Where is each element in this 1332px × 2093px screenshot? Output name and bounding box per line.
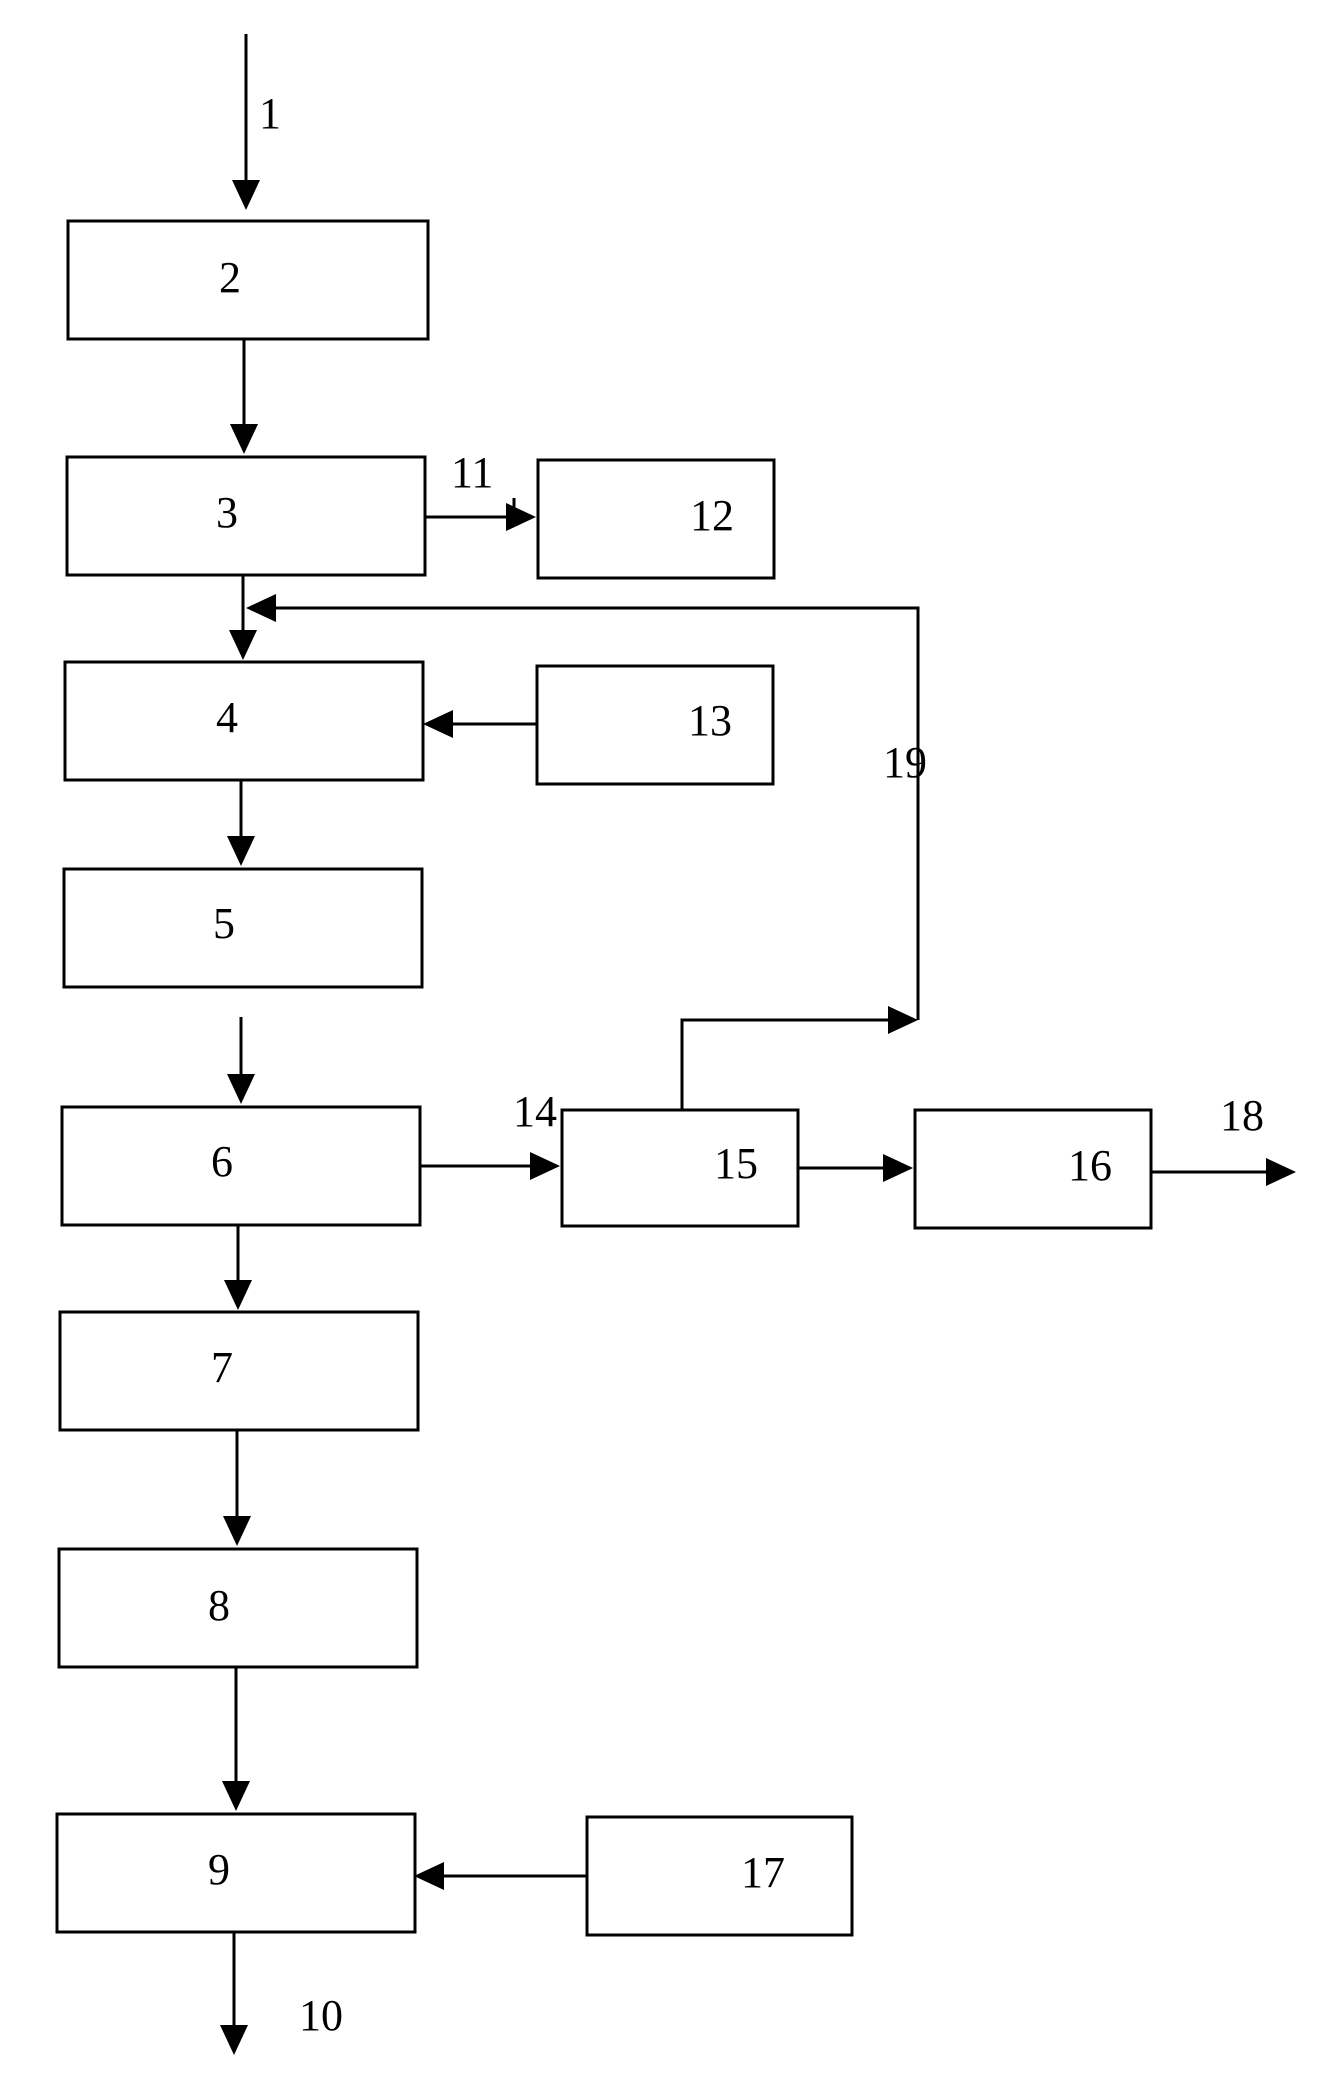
box-9-label: 9 bbox=[208, 1845, 230, 1894]
stream-label-14: 14 bbox=[513, 1087, 557, 1136]
arrow-7-to-8 bbox=[223, 1430, 251, 1546]
box-12-label: 12 bbox=[690, 491, 734, 540]
arrow-15-to-16 bbox=[798, 1154, 913, 1182]
box-3-label: 3 bbox=[216, 488, 238, 537]
box-2: 2 bbox=[66, 219, 430, 341]
arrow-17-to-9 bbox=[414, 1862, 587, 1890]
arrow-8-to-9 bbox=[222, 1667, 250, 1811]
stream-label-11: 11 bbox=[451, 448, 493, 497]
box-13-label: 13 bbox=[688, 696, 732, 745]
arrow-16-to-18 bbox=[1151, 1158, 1296, 1186]
box-8-label: 8 bbox=[208, 1581, 230, 1630]
box-17-label: 17 bbox=[741, 1848, 785, 1897]
box-9: 9 bbox=[55, 1812, 417, 1934]
box-7: 7 bbox=[58, 1310, 420, 1432]
box-7-label: 7 bbox=[211, 1343, 233, 1392]
arrow-6-to-7 bbox=[224, 1225, 252, 1310]
box-17: 17 bbox=[585, 1815, 854, 1937]
box-6: 6 bbox=[60, 1105, 422, 1227]
box-16-label: 16 bbox=[1068, 1141, 1112, 1190]
box-3: 3 bbox=[65, 455, 427, 577]
box-5-label: 5 bbox=[213, 899, 235, 948]
box-8: 8 bbox=[57, 1547, 419, 1669]
box-16: 16 bbox=[913, 1108, 1153, 1230]
arrow-5-to-6 bbox=[227, 1017, 255, 1104]
box-4: 4 bbox=[63, 660, 425, 782]
stream-label-19: 19 bbox=[883, 738, 927, 787]
box-15-label: 15 bbox=[714, 1139, 758, 1188]
box-5: 5 bbox=[62, 867, 424, 989]
box-15: 15 bbox=[560, 1108, 800, 1228]
recycle-line-19 bbox=[246, 594, 920, 1110]
arrow-3-to-12 bbox=[425, 498, 536, 531]
arrow-13-to-4 bbox=[423, 710, 537, 738]
box-2-label: 2 bbox=[219, 253, 241, 302]
box-12: 12 bbox=[536, 458, 776, 580]
stream-label-18: 18 bbox=[1220, 1091, 1264, 1140]
stream-label-1: 1 bbox=[259, 89, 281, 138]
arrow-1-to-2 bbox=[232, 34, 260, 210]
arrow-9-to-10 bbox=[220, 1932, 248, 2055]
arrow-3-to-4 bbox=[229, 575, 257, 660]
arrow-6-to-15 bbox=[420, 1152, 560, 1180]
arrow-2-to-3 bbox=[230, 339, 258, 454]
arrow-4-to-5 bbox=[227, 780, 255, 866]
box-4-label: 4 bbox=[216, 693, 238, 742]
box-13: 13 bbox=[535, 664, 775, 786]
box-6-label: 6 bbox=[211, 1137, 233, 1186]
stream-label-10: 10 bbox=[299, 1991, 343, 2040]
